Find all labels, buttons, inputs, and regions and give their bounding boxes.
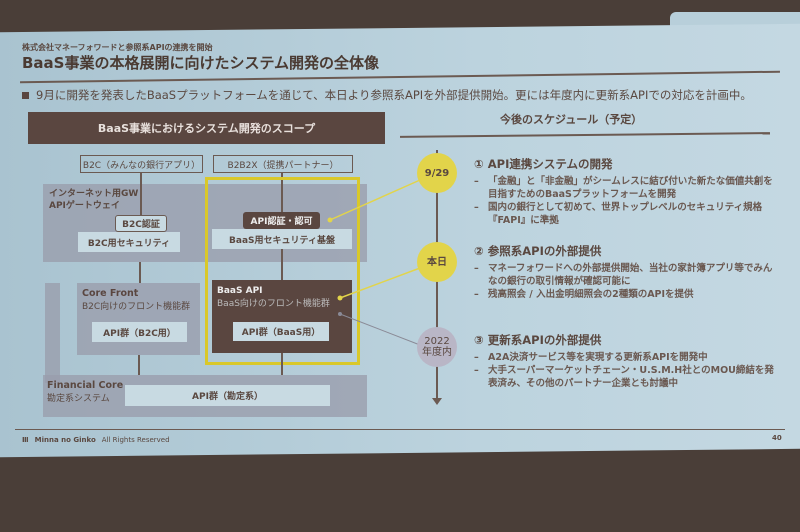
- core-front-layer: [77, 283, 200, 355]
- slide-title: BaaS事業の本格展開に向けたシステム開発の全体像: [22, 54, 380, 72]
- footer-brand-name: Minna no Ginko: [34, 436, 96, 444]
- schedule-item-title: ① API連携システムの開発: [474, 157, 613, 171]
- baas-api-sublabel: BaaS向けのフロント機能群: [217, 299, 330, 309]
- timeline-arrow-icon: [432, 398, 442, 405]
- footer-rights: All Rights Reserved: [101, 436, 170, 444]
- callout-line-1: [329, 179, 421, 221]
- callout-dot-2: [337, 295, 343, 301]
- api-baas-box: API群（BaaS用）: [233, 322, 329, 341]
- scope-heading: BaaS事業におけるシステム開発のスコープ: [28, 112, 385, 144]
- gateway-label: インターネット用GW APIゲートウェイ: [49, 188, 138, 212]
- milestone-date-1: 9/29: [417, 153, 457, 193]
- milestone-period: 年度内: [422, 347, 452, 358]
- connector: [139, 262, 141, 283]
- schedule-item-2: ② 参照系APIの外部提供 マネーフォワードへの外部提供開始、当社の家計簿アプリ…: [474, 243, 774, 301]
- footer-divider: [15, 429, 785, 430]
- schedule-bullet: 「金融」と「非金融」がシームレスに結び付いた新たな価値共創を目指すためのBaaS…: [474, 175, 774, 201]
- connector: [281, 173, 283, 213]
- b2c-auth-box: B2C認証: [115, 215, 167, 232]
- bullet-square-icon: [22, 92, 29, 99]
- schedule-item-title: ② 参照系APIの外部提供: [474, 244, 602, 258]
- api-core-box: API群（勘定系）: [125, 385, 330, 406]
- schedule-bullet: 国内の銀行として初めて、世界トップレベルのセキュリティ規格『FAPI』に準拠: [474, 201, 774, 227]
- schedule-bullet: A2A決済サービス等を実現する更新系APIを開発中: [474, 351, 774, 364]
- b2c-security-box: B2C用セキュリティ: [78, 232, 180, 252]
- financial-core-sublabel: 勘定系システム: [47, 394, 110, 404]
- schedule-bullet: 大手スーパーマーケットチェーン・U.S.M.H社とのMOU締結を発表済み、その他…: [474, 364, 774, 390]
- milestone-date-2: 本日: [417, 242, 457, 282]
- callout-dot-3: [338, 312, 342, 316]
- schedule-heading: 今後のスケジュール（予定）: [500, 113, 643, 126]
- page-number: 40: [772, 434, 782, 442]
- api-auth-box: API認証・認可: [243, 212, 320, 229]
- schedule-bullet: マネーフォワードへの外部提供開始、当社の家計簿アプリ等でみんなの銀行の取引情報が…: [474, 262, 774, 288]
- schedule-bullet: 残高照会 / 入出金明細照会の2種類のAPIを提供: [474, 288, 774, 301]
- gateway-label-1: インターネット用GW: [49, 189, 139, 199]
- footer-brand: Ⅲ Minna no Ginko All Rights Reserved: [22, 436, 170, 444]
- b2b2x-channel-box: B2B2X（提携パートナー）: [213, 155, 353, 173]
- connector: [281, 353, 283, 375]
- baas-api-label: BaaS API: [217, 286, 263, 296]
- connector: [138, 355, 140, 375]
- logo-mark-icon: Ⅲ: [22, 436, 29, 444]
- callout-line-2: [339, 267, 421, 299]
- financial-core-label: Financial Core: [47, 380, 124, 391]
- slide-subtitle: 株式会社マネーフォワードと参照系APIの連携を開始: [22, 43, 213, 52]
- callout-dot-1: [327, 217, 333, 223]
- api-b2c-box: API群（B2C用）: [92, 322, 187, 342]
- baas-security-box: BaaS用セキュリティ基盤: [212, 229, 352, 249]
- lead-text: 9月に開発を発表したBaaSプラットフォームを通じて、本日より参照系APIを外部…: [36, 88, 752, 102]
- milestone-year: 2022: [424, 336, 450, 347]
- schedule-item-1: ① API連携システムの開発 「金融」と「非金融」がシームレスに結び付いた新たな…: [474, 156, 774, 227]
- callout-line-3: [339, 313, 421, 346]
- connector: [140, 173, 142, 215]
- core-front-sublabel: B2C向けのフロント機能群: [82, 302, 191, 312]
- connector: [281, 249, 283, 280]
- gateway-label-2: APIゲートウェイ: [49, 201, 120, 211]
- schedule-item-3: ③ 更新系APIの外部提供 A2A決済サービス等を実現する更新系APIを開発中大…: [474, 332, 774, 390]
- b2c-channel-box: B2C（みんなの銀行アプリ）: [80, 155, 203, 173]
- core-side-strip: [45, 283, 60, 383]
- core-front-label: Core Front: [82, 288, 139, 299]
- schedule-item-title: ③ 更新系APIの外部提供: [474, 333, 602, 347]
